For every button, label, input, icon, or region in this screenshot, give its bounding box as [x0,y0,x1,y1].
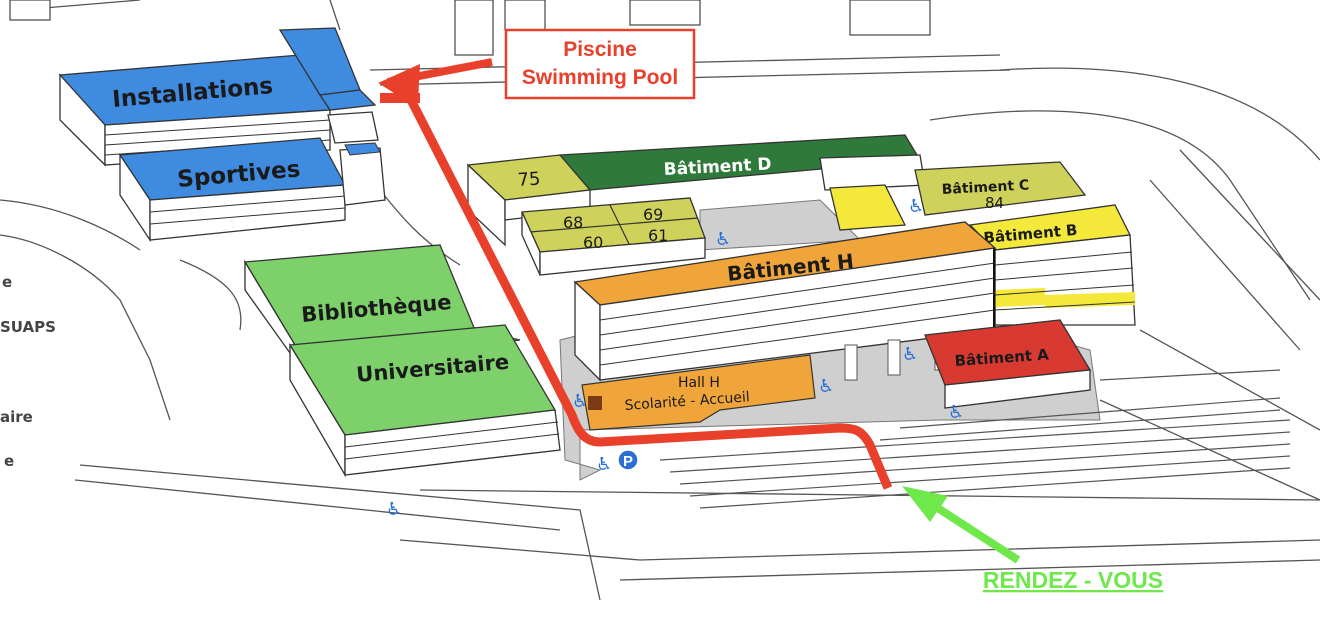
wheelchair-icon: ♿ [948,402,964,423]
pool-label-fr: Piscine [563,38,637,61]
sidebar-fragment-2: SUAPS [0,318,56,336]
route-to-pool [378,58,893,490]
sidebar-fragment-3: aire [0,408,33,426]
wheelchair-icon: ♿ [902,344,918,365]
wheelchair-icon: ♿ [572,391,588,412]
library: Bibliothèque Universitaire [243,244,561,478]
top-towers [9,0,931,56]
wheelchair-icon: ♿ [908,196,924,217]
room-68-label: 68 [563,213,583,232]
pool-callout: Piscine Swimming Pool [504,28,696,100]
steps [659,369,1291,509]
room-61-label: 61 [648,226,668,245]
parking-letter: P [623,453,633,470]
building-h: Bâtiment H [573,221,997,382]
sidebar-fragment-4: e [4,452,14,470]
rooms-block: 68 69 60 61 [521,197,706,276]
building-a: Bâtiment A [924,319,1092,409]
batiment-d-label: Bâtiment D [663,154,772,180]
meeting-arrow [902,486,1021,564]
meeting-point-label: RENDEZ - VOUS [983,567,1163,593]
pool-arrowhead [378,64,420,102]
sports-facilities: Installations Sportives [58,27,386,243]
parking-icon: P [617,449,639,471]
roads [0,0,1320,601]
wheelchair-icon: ♿ [818,376,834,397]
wheelchair-icon: ♿ [596,454,612,475]
hall-h: Hall H Scolarité - Accueil [581,354,816,431]
wheelchair-icon: ♿ [386,499,402,520]
room-75-label: 75 [517,168,541,191]
hall-h-label: Hall H [678,375,720,391]
sidebar-fragments: e SUAPS aire e [0,273,56,470]
building-c: Bâtiment C 84 [829,161,1087,231]
room-69-label: 69 [643,205,663,224]
accessibility-icons: ♿ ♿ ♿ ♿ ♿ ♿ ♿ ♿ [386,196,964,520]
sidebar-fragment-1: e [2,273,12,291]
wheelchair-icon: ♿ [715,229,731,250]
pool-label-en: Swimming Pool [522,66,678,89]
room-60-label: 60 [583,233,603,252]
batiment-c-label: Bâtiment C [941,177,1029,198]
building-b: Bâtiment B [968,204,1136,326]
batiment-c-number: 84 [985,194,1004,212]
